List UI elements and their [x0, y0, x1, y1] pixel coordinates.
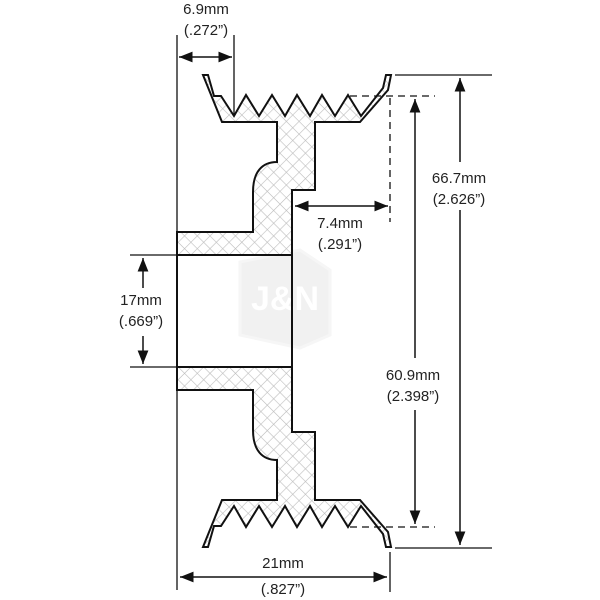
outer-diameter-mm: 66.7mm: [432, 170, 486, 187]
bore: [176, 255, 293, 367]
offset-mm: 7.4mm: [317, 215, 363, 232]
extension-lines: [130, 35, 492, 592]
groove-diameter-mm: 60.9mm: [386, 367, 440, 384]
bore-inch: (.669”): [119, 313, 163, 330]
pulley-section-bottom: [176, 366, 393, 548]
jn-watermark-logo: J&N: [238, 248, 332, 350]
bore-mm: 17mm: [120, 292, 162, 309]
groove-diameter-inch: (2.398”): [387, 388, 440, 405]
svg-text:J&N: J&N: [251, 280, 319, 318]
overall-width-inch: (.827”): [261, 581, 305, 598]
dimension-arrows: [137, 51, 466, 583]
offset-inch: (.291”): [318, 236, 362, 253]
pulley-section-top: [176, 74, 393, 256]
flange-width-inch: (.272”): [184, 22, 228, 39]
dimension-labels: 6.9mm (.272”) 7.4mm (.291”) 17mm (.669”)…: [119, 1, 486, 599]
overall-width-mm: 21mm: [262, 555, 304, 572]
outer-diameter-inch: (2.626”): [433, 191, 486, 208]
flange-width-mm: 6.9mm: [183, 1, 229, 18]
